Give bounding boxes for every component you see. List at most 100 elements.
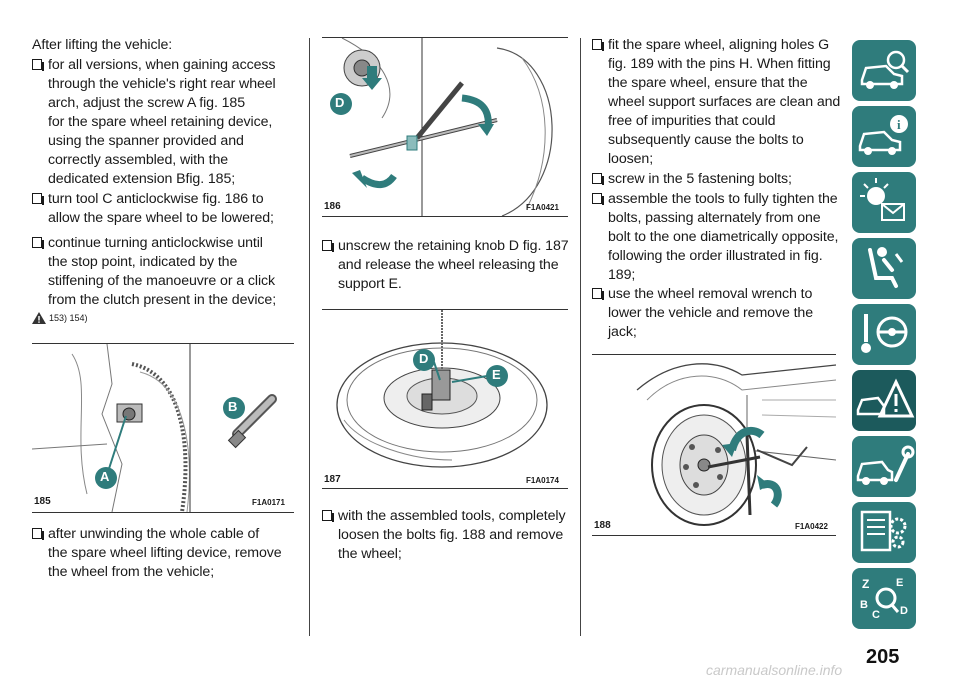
- car-info-icon: i: [858, 115, 908, 155]
- warning-triangle-icon: [32, 312, 46, 324]
- figure-186-label-d: D: [335, 95, 345, 110]
- line: subsequently cause the bolts to: [608, 132, 804, 148]
- line: arch, adjust the screw A fig. 185: [48, 95, 246, 111]
- checkbox-bullet-icon: [32, 237, 44, 249]
- line: fit the spare wheel, aligning holes G: [608, 37, 830, 53]
- line: loosen;: [608, 151, 654, 167]
- line: assemble the tools to fully tighten the: [608, 191, 838, 207]
- tab-safety[interactable]: i: [852, 106, 916, 167]
- car-warning-triangle-icon: [856, 378, 915, 418]
- checkbox-bullet-icon: [322, 510, 334, 522]
- line: support E.: [338, 276, 402, 292]
- line: use the wheel removal wrench to: [608, 286, 813, 302]
- line: turn tool C anticlockwise fig. 186 to: [48, 191, 264, 207]
- line: correctly assembled, with the: [48, 152, 229, 168]
- warning-light-icon: [860, 178, 905, 221]
- line: continue turning anticlockwise until: [48, 235, 263, 251]
- line: the spare wheel lifting device, remove: [48, 545, 282, 561]
- line: through the vehicle's right rear wheel: [48, 76, 276, 92]
- svg-text:D: D: [900, 605, 908, 617]
- line: allow the spare wheel to be lowered;: [48, 210, 274, 226]
- spare-wheel-device-illustration: [32, 344, 294, 512]
- tab-technical-data[interactable]: [852, 370, 916, 431]
- car-search-icon: [860, 50, 910, 89]
- checkbox-bullet-icon: [32, 59, 44, 71]
- line: loosen the bolts fig. 188 and remove: [338, 527, 564, 543]
- bullet-tighten-bolts: assemble the tools to fully tighten the …: [592, 190, 858, 285]
- intro-text: After lifting the vehicle:: [32, 37, 173, 53]
- line: the stop point, indicated by the: [48, 254, 238, 270]
- steering-key-icon: [861, 314, 908, 353]
- line: for the spare wheel retaining device,: [48, 114, 273, 130]
- tab-in-an-emergency[interactable]: [852, 238, 916, 299]
- figure-187-label-e: E: [492, 367, 501, 382]
- checkbox-bullet-icon: [592, 39, 604, 51]
- figure-187-code: F1A0174: [526, 476, 559, 485]
- line: free of impurities that could: [608, 113, 776, 129]
- line: for all versions, when gaining access: [48, 57, 276, 73]
- checkbox-bullet-icon: [322, 240, 334, 252]
- bullet-loosen-bolts: with the assembled tools, completely loo…: [322, 507, 586, 564]
- line: jack;: [608, 324, 637, 340]
- line: 189;: [608, 267, 636, 283]
- warning-references: 153) 154): [32, 312, 88, 324]
- svg-text:E: E: [896, 577, 903, 589]
- checkbox-bullet-icon: [592, 288, 604, 300]
- warning-refs-text: 153) 154): [49, 313, 88, 323]
- car-wrench-icon: [856, 445, 915, 485]
- page-number: 205: [866, 646, 900, 668]
- line: unscrew the retaining knob D fig. 187: [338, 238, 569, 254]
- document-gear-icon: [860, 510, 907, 552]
- figure-185: A B 185 F1A0171: [32, 343, 294, 513]
- tab-dashboard-knowledge[interactable]: [852, 40, 916, 101]
- tab-index[interactable]: [852, 502, 916, 563]
- watermark: carmanualsonline.info: [706, 662, 843, 678]
- svg-text:i: i: [897, 117, 901, 132]
- tab-starting-driving[interactable]: [852, 172, 916, 233]
- bullet-remove-wheel: after unwinding the whole cable of the s…: [32, 525, 316, 582]
- svg-text:C: C: [872, 609, 880, 621]
- figure-187-number: 187: [324, 474, 341, 485]
- checkbox-bullet-icon: [592, 193, 604, 205]
- tab-alphabetical-index[interactable]: Z E B C D: [852, 568, 916, 629]
- bullet-fit-spare-wheel: fit the spare wheel, aligning holes G fi…: [592, 36, 858, 169]
- line: the wheel from the vehicle;: [48, 564, 215, 580]
- svg-text:Z: Z: [862, 577, 869, 591]
- bullet-turn-tool: turn tool C anticlockwise fig. 186 to al…: [32, 190, 316, 228]
- figure-185-label-b: B: [228, 399, 238, 414]
- tab-maintenance[interactable]: [852, 304, 916, 365]
- line: following the order illustrated in fig.: [608, 248, 823, 264]
- bullet-screw-bolts: screw in the 5 fastening bolts;: [592, 170, 858, 189]
- tab-multimedia[interactable]: [852, 436, 916, 497]
- figure-188: 188 F1A0422: [592, 354, 836, 536]
- bullet-unscrew-knob: unscrew the retaining knob D fig. 187 an…: [322, 237, 586, 294]
- checkbox-bullet-icon: [32, 193, 44, 205]
- line: screw in the 5 fastening bolts;: [608, 171, 792, 187]
- spare-wheel-support-illustration: [322, 310, 568, 488]
- bullet-lower-vehicle: use the wheel removal wrench to lower th…: [592, 285, 858, 342]
- line: using the spanner provided and: [48, 133, 244, 149]
- figure-185-code: F1A0171: [252, 498, 285, 507]
- tool-turning-illustration: [322, 38, 568, 216]
- svg-text:B: B: [860, 599, 868, 611]
- line: after unwinding the whole cable of: [48, 526, 260, 542]
- line: bolt to the one diametrically opposite,: [608, 229, 839, 245]
- line: fig. 189 with the pins H. When fitting: [608, 56, 831, 72]
- figure-187: D E 187 F1A0174: [322, 309, 568, 489]
- figure-186: D 186 F1A0421: [322, 37, 568, 217]
- line: and release the wheel releasing the: [338, 257, 559, 273]
- figure-185-number: 185: [34, 496, 51, 507]
- bullet-continue-turning: continue turning anticlockwise until the…: [32, 234, 316, 310]
- line: stiffening of the manoeuvre or a click: [48, 273, 276, 289]
- column-divider-1: [309, 38, 310, 636]
- wheel-removal-illustration: [592, 355, 836, 535]
- figure-187-label-d: D: [419, 351, 429, 366]
- bullet-adjust-screw: for all versions, when gaining access th…: [32, 56, 316, 189]
- checkbox-bullet-icon: [32, 528, 44, 540]
- line: bolts, passing alternately from one: [608, 210, 821, 226]
- figure-185-label-a: A: [100, 469, 110, 484]
- column-divider-2: [580, 38, 581, 636]
- figure-188-code: F1A0422: [795, 522, 828, 531]
- alphabet-search-icon: Z E B C D: [860, 577, 908, 621]
- line: the spare wheel, ensure that the: [608, 75, 808, 91]
